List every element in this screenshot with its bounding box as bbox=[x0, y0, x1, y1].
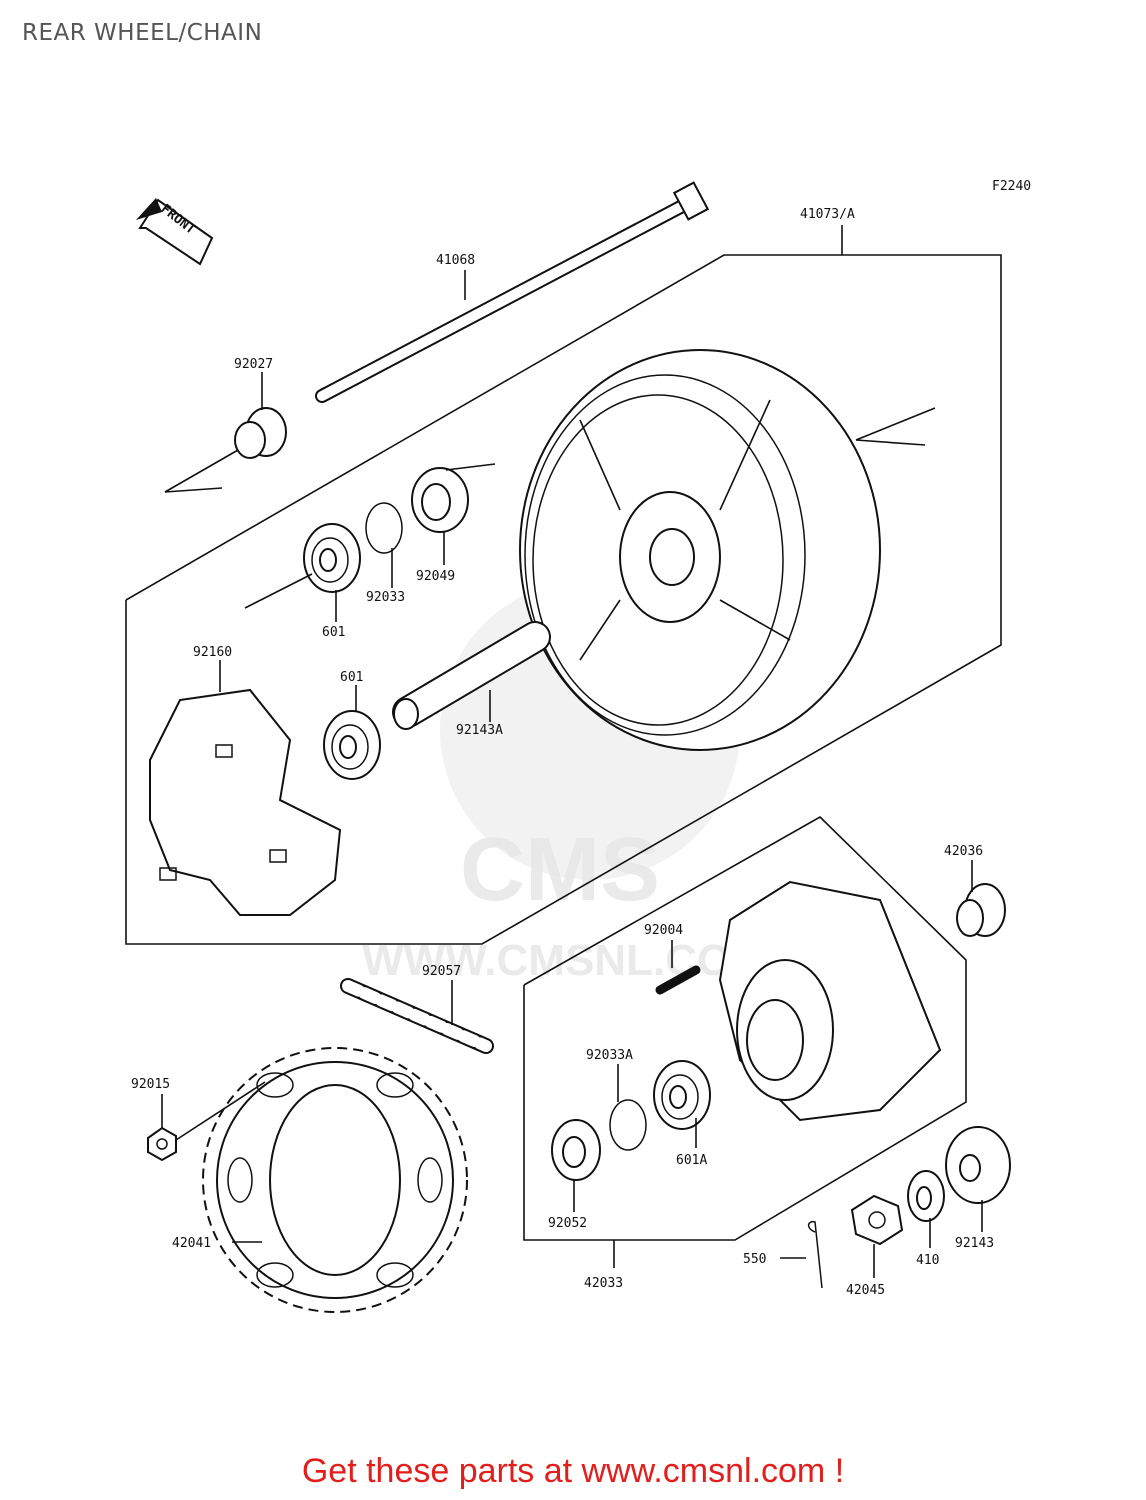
bearing-601A bbox=[653, 1060, 711, 1148]
label-92160: 92160 bbox=[193, 645, 232, 660]
stud-92004 bbox=[655, 940, 701, 995]
collar-42036 bbox=[956, 860, 1006, 937]
svg-text:CMS: CMS bbox=[460, 820, 660, 920]
wheel-assembly-frame bbox=[125, 225, 1002, 945]
label-41073: 41073/A bbox=[800, 207, 855, 222]
cotter-pin-550 bbox=[780, 1220, 823, 1289]
label-92143: 92143 bbox=[955, 1236, 994, 1251]
oil-seal-92052 bbox=[551, 1119, 601, 1212]
front-arrow-icon: FRONT bbox=[136, 198, 214, 266]
label-410: 410 bbox=[916, 1253, 939, 1268]
oil-seal-92049 bbox=[411, 463, 496, 565]
axle-41068 bbox=[315, 181, 710, 403]
circlip-92033A bbox=[609, 1064, 647, 1151]
label-550: 550 bbox=[743, 1252, 766, 1267]
label-92033A: 92033A bbox=[586, 1048, 633, 1063]
part-labels: 41068 41073/A 92027 92049 92033 601 601 … bbox=[131, 207, 994, 1298]
wheel-41073 bbox=[519, 349, 936, 751]
chain-92057 bbox=[340, 978, 494, 1054]
bearing-601-lower bbox=[323, 685, 381, 780]
damper-92160 bbox=[149, 660, 342, 916]
label-92049: 92049 bbox=[416, 569, 455, 584]
label-42045: 42045 bbox=[846, 1283, 885, 1298]
circlip-92033 bbox=[365, 502, 403, 588]
spacer-92143A bbox=[392, 621, 551, 730]
washer-410 bbox=[907, 1170, 945, 1248]
bearing-601-upper bbox=[244, 523, 361, 622]
hub-assembly-frame bbox=[523, 816, 967, 1268]
label-92027: 92027 bbox=[234, 357, 273, 372]
label-601-lower: 601 bbox=[340, 670, 363, 685]
label-92143A: 92143A bbox=[456, 723, 503, 738]
footer-link[interactable]: Get these parts at www.cmsnl.com ! bbox=[301, 1452, 845, 1490]
label-601A: 601A bbox=[676, 1153, 707, 1168]
sprocket-hub-42033 bbox=[718, 880, 942, 1122]
label-92015: 92015 bbox=[131, 1077, 170, 1092]
label-92004: 92004 bbox=[644, 923, 683, 938]
collar-92143 bbox=[945, 1126, 1011, 1232]
label-92057: 92057 bbox=[422, 964, 461, 979]
figure-code: F2240 bbox=[992, 179, 1031, 194]
label-41068: 41068 bbox=[436, 253, 475, 268]
castle-nut-42045 bbox=[850, 1194, 904, 1278]
nut-92015 bbox=[147, 1081, 266, 1162]
label-42036: 42036 bbox=[944, 844, 983, 859]
label-92052: 92052 bbox=[548, 1216, 587, 1231]
label-42041: 42041 bbox=[172, 1236, 211, 1251]
label-42033: 42033 bbox=[584, 1276, 623, 1291]
label-601-upper: 601 bbox=[322, 625, 345, 640]
page-title: REAR WHEEL/CHAIN bbox=[22, 20, 263, 46]
sprocket-42041 bbox=[202, 1047, 468, 1313]
collar-92027 bbox=[164, 372, 287, 493]
label-92033: 92033 bbox=[366, 590, 405, 605]
